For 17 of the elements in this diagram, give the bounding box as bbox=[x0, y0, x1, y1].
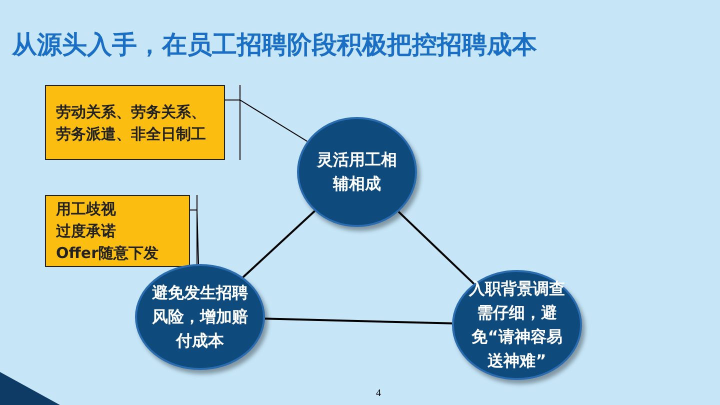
node-text: 灵活用工相辅相成 bbox=[316, 149, 398, 195]
connector-line bbox=[264, 318, 452, 324]
leader-line bbox=[190, 210, 200, 265]
callout-text: 劳动关系、劳务关系、劳务派遣、非全日制工 bbox=[56, 102, 207, 144]
leader-line bbox=[224, 100, 308, 142]
node-text: 避免发生招聘风险，增加赔付成本 bbox=[151, 282, 249, 352]
connector-line bbox=[242, 210, 316, 278]
circle-node bbox=[135, 264, 265, 370]
callout-text: Offer随意下发 bbox=[56, 243, 158, 264]
connector-line bbox=[398, 210, 475, 285]
callout-text: 用工歧视 bbox=[56, 199, 116, 220]
title: 从源头入手，在员工招聘阶段积极把控招聘成本 bbox=[12, 29, 537, 61]
page-number: 4 bbox=[376, 387, 381, 401]
node-text: 入职背景调查需仔细，避免“请神容易送神难” bbox=[468, 278, 566, 372]
callout-box bbox=[45, 85, 225, 160]
callout-text: 过度承诺 bbox=[56, 221, 116, 242]
callout-box bbox=[45, 195, 190, 267]
